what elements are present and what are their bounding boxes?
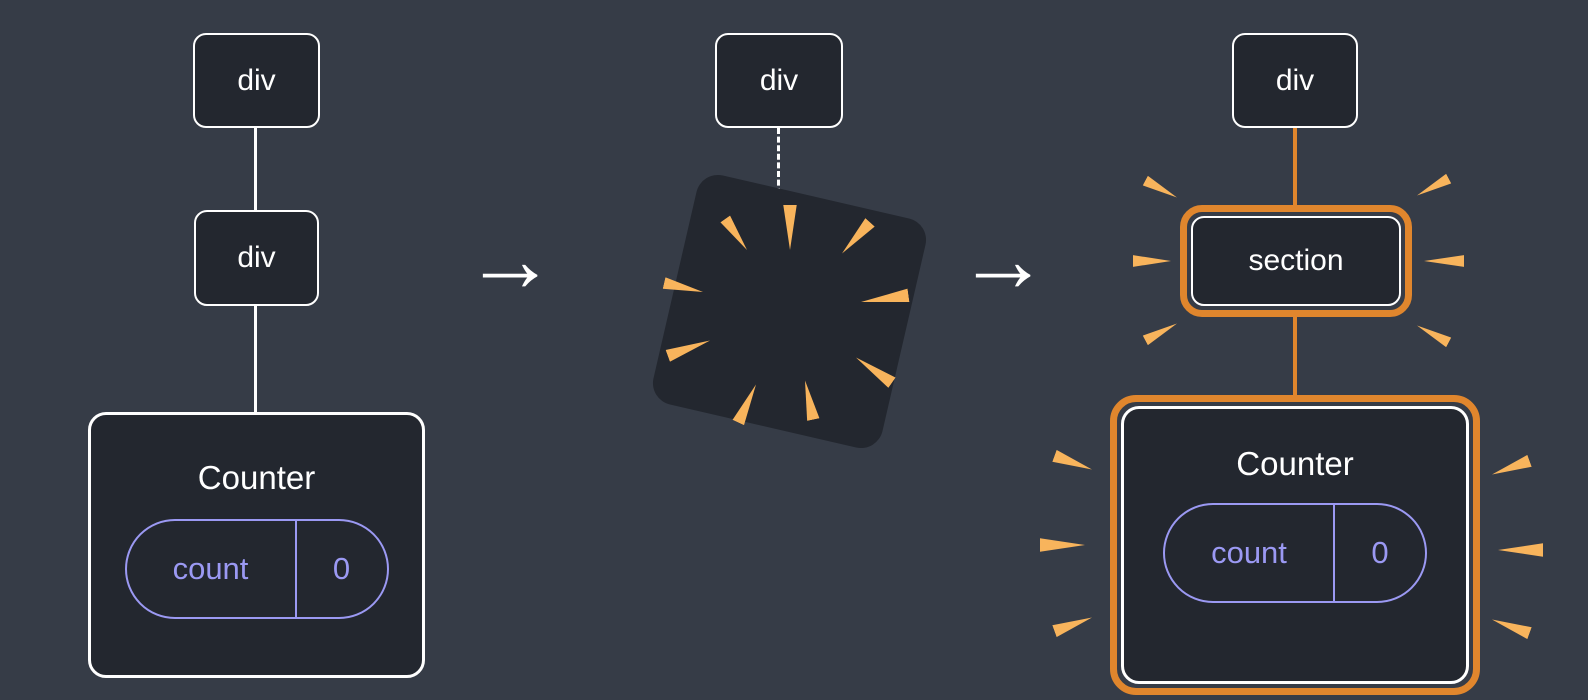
highlight-ring-section: section xyxy=(1180,205,1412,317)
sparkle-icon xyxy=(1133,254,1171,268)
counter-component-card: Counter count 0 xyxy=(88,412,425,678)
sparkle-icon xyxy=(1424,255,1464,267)
node-label: div xyxy=(237,241,276,274)
sparkle-icon xyxy=(1142,318,1180,346)
dom-node-div-child: div xyxy=(194,210,319,306)
state-value: 0 xyxy=(294,521,387,617)
node-label: div xyxy=(1275,63,1315,97)
sparkle-icon xyxy=(1040,537,1085,553)
state-value: 0 xyxy=(1333,505,1425,601)
sparkle-icon xyxy=(1142,175,1180,203)
state-pill: count 0 xyxy=(124,519,389,619)
dom-node-div-root: div xyxy=(193,33,320,128)
component-title: Counter xyxy=(1236,445,1354,482)
sparkle-icon xyxy=(1414,320,1452,348)
node-label: section xyxy=(1248,244,1344,277)
state-key: count xyxy=(172,551,249,586)
tree-edge-highlight xyxy=(1293,128,1297,210)
sparkle-icon xyxy=(1414,173,1452,201)
tree-edge xyxy=(254,128,257,212)
counter-component-card: Counter count 0 xyxy=(1121,406,1469,684)
arrow-icon: → xyxy=(957,209,1049,311)
highlight-ring-counter: Counter count 0 xyxy=(1110,395,1480,695)
tree-edge xyxy=(254,304,257,414)
sparkle-icon xyxy=(1489,454,1532,482)
sparkle-icon xyxy=(1489,612,1532,640)
dom-node-section: section xyxy=(1191,216,1401,306)
arrow-icon: → xyxy=(464,209,556,311)
tree-edge-dashed xyxy=(777,128,780,220)
sparkle-icon xyxy=(1498,543,1543,557)
state-key: count xyxy=(1211,535,1287,570)
node-label: div xyxy=(237,63,276,97)
node-label: div xyxy=(759,63,799,97)
sparkle-icon xyxy=(1052,610,1095,638)
dom-node-div-root: div xyxy=(1232,33,1358,128)
state-pill: count 0 xyxy=(1163,503,1427,603)
dom-node-div-root: div xyxy=(715,33,843,128)
sparkle-icon xyxy=(1052,449,1095,477)
component-title: Counter xyxy=(197,459,316,496)
tree-edge-highlight xyxy=(1293,315,1297,399)
